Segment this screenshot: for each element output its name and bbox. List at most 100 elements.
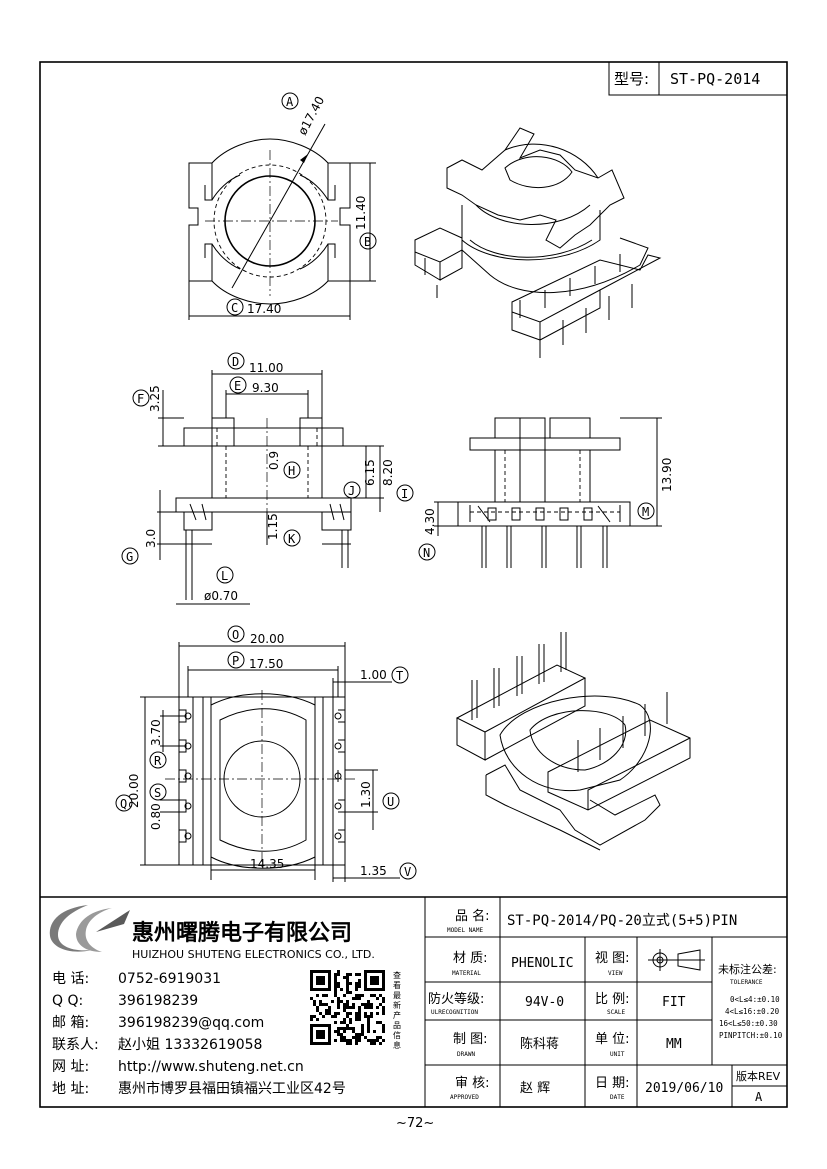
rev-value: A [755, 1090, 763, 1104]
dim-g: 3.0 [144, 529, 158, 548]
dim-d: 11.00 [249, 361, 283, 375]
dim-m: 13.90 [660, 458, 674, 492]
model-name-value: ST-PQ-2014/PQ-20立式(5+5)PIN [507, 913, 737, 929]
side-view: D 11.00 E 9.30 3.25 F 0.9 H 6.15 8.20 J … [121, 352, 414, 605]
dim-k: 1.15 [266, 513, 280, 540]
scale-en: SCALE [607, 1009, 625, 1016]
iso-view-bottom [455, 632, 691, 851]
dim-u: 1.30 [359, 781, 373, 808]
tolerance-1: 4<L≤16:±0.20 [725, 1007, 780, 1016]
label-i: I [401, 487, 408, 501]
dim-j: 6.15 [363, 459, 377, 486]
drawn-en: DRAWN [457, 1051, 475, 1058]
top-view: ø17.40 A 11.40 B C 17.40 [188, 92, 377, 320]
label-p: P [232, 654, 239, 668]
bottom-view: O 20.00 P 17.50 1.00 T 20.00 Q 3.70 R S … [115, 625, 417, 882]
qr-code [310, 970, 385, 1045]
dim-t: 1.00 [360, 668, 387, 682]
label-n: N [423, 546, 430, 560]
label-m: M [642, 505, 649, 519]
contact-value-0: 0752-6919031 [118, 971, 221, 987]
label-u: U [387, 795, 394, 809]
header-model-box: 型号: ST-PQ-2014 [608, 61, 788, 96]
tolerance-cn: 未标注公差: [718, 962, 777, 976]
label-c: C [231, 301, 238, 315]
view-en: VIEW [608, 970, 623, 977]
material-cn: 材 质: [453, 951, 488, 966]
contact-label-1: Q Q: [52, 993, 83, 1009]
dim-v: 1.35 [360, 864, 387, 878]
label-j: J [348, 484, 355, 498]
label-a: A [286, 95, 294, 109]
qr-caption: 查看最新产品信息 [393, 970, 401, 1050]
front-view: 13.90 M 4.30 N [418, 417, 674, 568]
tolerance-0: 0<L≤4:±0.10 [730, 995, 780, 1004]
contact-label-5: 地 址: [52, 1081, 89, 1097]
unit-cn: 单 位: [595, 1032, 630, 1047]
dim-s: 0.80 [149, 803, 163, 830]
label-d: D [232, 355, 239, 369]
label-r: R [154, 754, 162, 768]
dim-h: 0.9 [267, 451, 281, 470]
model-name-cn: 品 名: [455, 908, 490, 924]
dim-w: 14.35 [250, 857, 284, 871]
date-en: DATE [610, 1094, 625, 1101]
contact-label-4: 网 址: [52, 1059, 89, 1075]
company-name-cn: 惠州曙腾电子有限公司 [132, 920, 352, 946]
fire-cn: 防火等级: [428, 991, 484, 1007]
tolerance-2: 16<L≤50:±0.30 [719, 1019, 778, 1028]
unit-en: UNIT [610, 1051, 625, 1058]
dim-e: 9.30 [252, 381, 279, 395]
company-name-en: HUIZHOU SHUTENG ELECTRONICS CO., LTD. [132, 948, 375, 961]
dim-r: 3.70 [149, 719, 163, 746]
dim-f: 3.25 [148, 385, 162, 412]
date-value: 2019/06/10 [645, 1081, 723, 1096]
label-f: F [137, 392, 144, 406]
fire-en: ULRECOGNITION [431, 1009, 478, 1016]
label-k: K [288, 532, 296, 546]
material-en: MATERIAL [452, 970, 481, 977]
label-v: V [404, 865, 411, 879]
label-t: T [396, 669, 403, 683]
dim-p: 17.50 [249, 657, 283, 671]
label-g: G [126, 550, 133, 564]
rev-label: 版本REV [736, 1069, 781, 1083]
tolerance-en: TOLERANCE [730, 979, 763, 986]
company-logo-icon [49, 905, 130, 952]
sheet-border [39, 61, 788, 1108]
drawn-value: 陈科蒋 [520, 1036, 559, 1052]
page-number: ~72~ [396, 1116, 434, 1131]
scale-value: FIT [662, 995, 686, 1010]
approved-en: APPROVED [450, 1094, 479, 1101]
label-b: B [364, 235, 371, 249]
label-h: H [288, 464, 295, 478]
label-s: S [154, 786, 161, 800]
dim-width: 17.40 [247, 302, 281, 316]
date-cn: 日 期: [595, 1076, 630, 1091]
material-value: PHENOLIC [511, 956, 574, 971]
contact-label-2: 邮 箱: [52, 1015, 89, 1031]
dim-pin: ø0.70 [204, 589, 238, 603]
company-block: 惠州曙腾电子有限公司 HUIZHOU SHUTENG ELECTRONICS C… [49, 905, 401, 1097]
model-name-en: MODEL NAME [447, 927, 484, 934]
header-model-label: 型号: [614, 70, 649, 88]
label-q: Q [120, 797, 127, 811]
approved-value: 赵 辉 [520, 1081, 550, 1096]
label-e: E [234, 379, 241, 393]
label-l: L [221, 569, 228, 583]
contact-label-3: 联系人: [52, 1037, 99, 1053]
dim-q: 20.00 [127, 774, 141, 808]
contact-value-5: 惠州市博罗县福田镇福兴工业区42号 [118, 1080, 346, 1097]
scale-cn: 比 例: [595, 992, 630, 1007]
label-o: O [232, 628, 239, 642]
contact-value-3: 赵小姐 13332619058 [118, 1037, 262, 1053]
unit-value: MM [666, 1037, 682, 1052]
drawn-cn: 制 图: [453, 1032, 488, 1047]
contact-value-1: 396198239 [118, 993, 198, 1009]
tolerance-3: PINPITCH:±0.10 [719, 1031, 783, 1040]
dim-n: 4.30 [423, 508, 437, 535]
approved-cn: 审 核: [455, 1076, 490, 1091]
dim-height: 11.40 [354, 196, 368, 230]
contact-value-2: 396198239@qq.com [118, 1015, 264, 1031]
